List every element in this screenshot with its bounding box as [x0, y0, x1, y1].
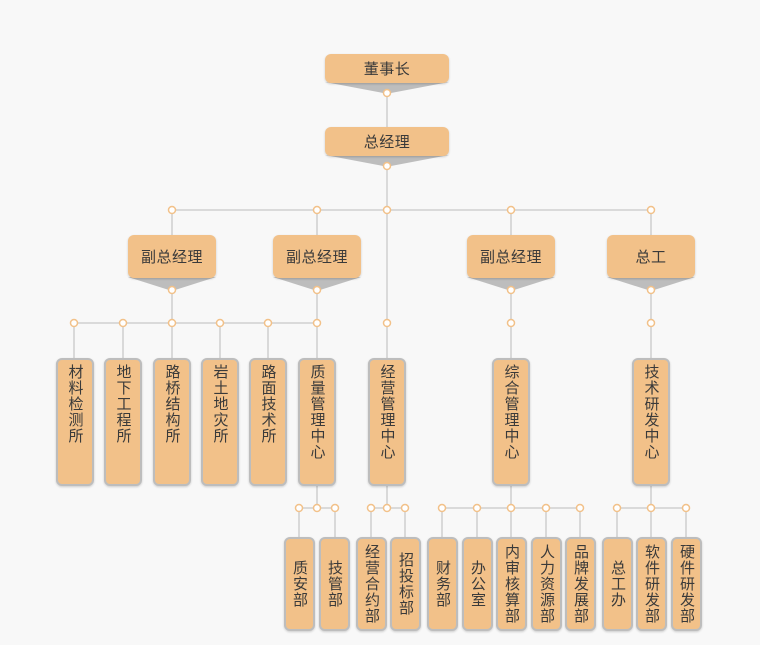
node-vice-gm-2: 副总经理: [273, 235, 361, 278]
node-label: 董事长: [363, 60, 411, 78]
node-general-management-center: 综合管理中心: [492, 358, 530, 486]
node-label: 经营管理中心: [378, 364, 397, 460]
node-software-rnd-dept: 软件研发部: [636, 537, 667, 631]
node-label: 总工: [635, 248, 667, 266]
node-label: 材料检测所: [66, 364, 85, 444]
node-tech-management-dept: 技管部: [319, 537, 350, 631]
node-quality-safety-dept: 质安部: [284, 537, 315, 631]
node-label: 品牌发展部: [572, 544, 590, 624]
node-label: 地下工程所: [114, 364, 133, 444]
node-label: 总工办: [609, 560, 627, 608]
node-label: 人力资源部: [538, 544, 556, 624]
node-label: 路面技术所: [259, 364, 278, 444]
node-label: 财务部: [434, 560, 452, 608]
node-contract-dept: 经营合约部: [356, 537, 387, 631]
node-label: 技术研发中心: [642, 364, 661, 460]
node-hr-dept: 人力资源部: [531, 537, 562, 631]
node-label: 综合管理中心: [502, 364, 521, 460]
node-label: 质安部: [291, 560, 309, 608]
node-label: 副总经理: [285, 248, 348, 266]
box-tails: [128, 82, 695, 290]
node-label: 经营合约部: [363, 544, 381, 624]
node-label: 技管部: [326, 560, 344, 608]
node-label: 办公室: [469, 560, 487, 608]
node-underground-engineering: 地下工程所: [104, 358, 142, 486]
node-label: 软件研发部: [643, 544, 661, 624]
node-bridge-structure: 路桥结构所: [153, 358, 191, 486]
node-geotechnical-disaster: 岩土地灾所: [201, 358, 239, 486]
node-general-manager: 总经理: [325, 127, 449, 156]
node-label: 总经理: [363, 133, 411, 151]
node-label: 副总经理: [479, 248, 542, 266]
node-business-management-center: 经营管理中心: [368, 358, 406, 486]
node-vice-gm-1: 副总经理: [128, 235, 216, 278]
node-rnd-center: 技术研发中心: [632, 358, 670, 486]
node-office: 办公室: [462, 537, 493, 631]
node-pavement-technology: 路面技术所: [249, 358, 287, 486]
node-label: 质量管理中心: [308, 364, 327, 460]
node-chairman: 董事长: [325, 54, 449, 83]
node-label: 内审核算部: [503, 544, 521, 624]
node-brand-dept: 品牌发展部: [565, 537, 596, 631]
node-label: 硬件研发部: [678, 544, 696, 624]
junction-dots: [69, 88, 691, 513]
node-label: 副总经理: [140, 248, 203, 266]
node-vice-gm-3: 副总经理: [467, 235, 555, 278]
node-label: 路桥结构所: [163, 364, 182, 444]
node-label: 岩土地灾所: [211, 364, 230, 444]
node-quality-management-center: 质量管理中心: [298, 358, 336, 486]
node-bidding-dept: 招投标部: [390, 537, 421, 631]
node-internal-audit-dept: 内审核算部: [496, 537, 527, 631]
node-label: 招投标部: [397, 552, 415, 616]
node-chief-engineer: 总工: [607, 235, 695, 278]
node-chief-engineer-office: 总工办: [602, 537, 633, 631]
node-finance-dept: 财务部: [427, 537, 458, 631]
node-hardware-rnd-dept: 硬件研发部: [671, 537, 702, 631]
node-material-testing: 材料检测所: [56, 358, 94, 486]
